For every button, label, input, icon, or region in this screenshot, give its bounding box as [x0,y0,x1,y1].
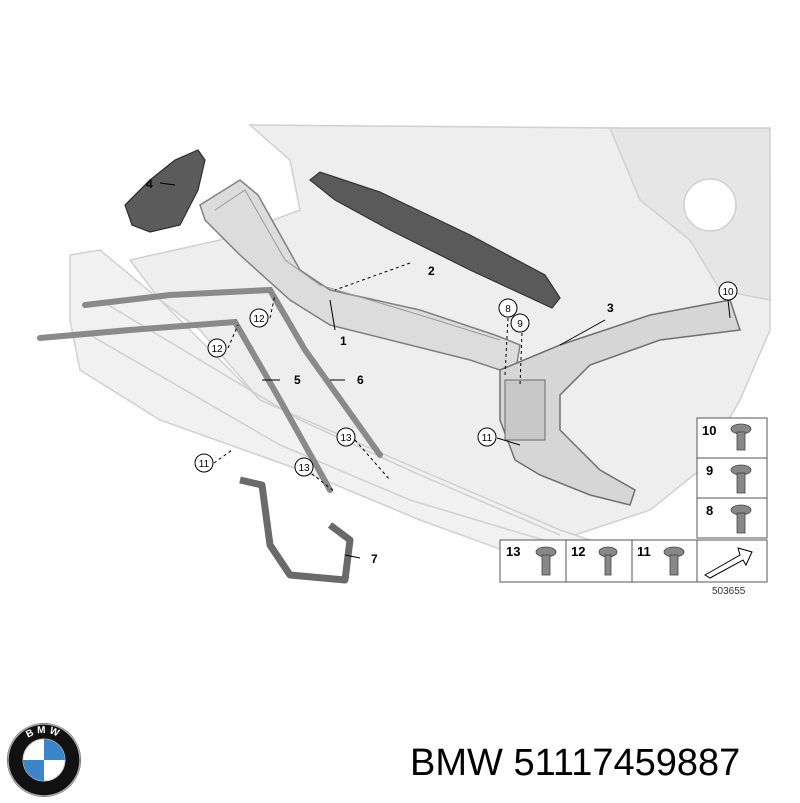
svg-text:8: 8 [505,304,511,315]
product-caption: BMW 51117459887 [410,738,794,788]
leader-lines [159,182,731,559]
table-label-9: 9 [706,463,713,478]
callout-7: 7 [371,552,378,566]
callout-6: 6 [357,373,364,387]
bmw-logo: BMW [6,722,82,798]
table-label-13: 13 [506,544,520,559]
bolt-10-icon [730,423,752,451]
callout-3: 3 [607,301,614,315]
callout-13-lower: 13 [294,457,314,477]
svg-text:13: 13 [298,463,310,474]
part-7-u-bracket [239,476,354,584]
callout-8: 8 [498,298,518,318]
fasteners-table: 10 9 8 13 12 11 [499,417,768,597]
callout-1: 1 [340,334,347,348]
bolt-12-icon [598,546,618,576]
bolt-9-icon [730,464,752,494]
callout-2: 2 [428,264,435,278]
part-5-strut [37,318,333,493]
part-6-strut [82,286,383,458]
svg-text:10: 10 [722,287,734,298]
table-label-10: 10 [702,423,716,438]
svg-text:12: 12 [253,314,265,325]
callout-5: 5 [294,373,301,387]
part-2-support-bar [309,171,561,309]
svg-text:11: 11 [199,459,210,470]
callout-4: 4 [146,177,153,191]
drawing-number: 503655 [712,586,746,597]
caption-part-number: 51117459887 [513,742,741,784]
callout-11-bracket: 11 [477,427,497,447]
svg-text:11: 11 [482,433,493,444]
svg-text:13: 13 [340,433,352,444]
svg-text:12: 12 [211,344,223,355]
callouts: 1 2 3 4 5 6 7 8 9 10 11 11 12 [146,177,738,566]
caption-brand: BMW [410,742,503,784]
bolt-13-icon [535,546,557,576]
part-3-bracket [499,299,742,506]
callout-12-lower: 12 [207,338,227,358]
callout-13-upper: 13 [336,427,356,447]
callout-11-u-bracket: 11 [194,453,214,473]
bolt-8-icon [730,504,752,534]
table-label-11: 11 [637,544,651,559]
part-1-cross-member [199,179,521,376]
callout-12-upper: 12 [249,308,269,328]
callout-9: 9 [510,313,530,333]
part-4-cover [124,149,206,233]
svg-text:9: 9 [517,319,523,330]
table-label-12: 12 [571,544,585,559]
bolt-11-icon [663,546,685,576]
callout-10: 10 [718,281,738,301]
svg-text:BMW: BMW [24,725,63,741]
direction-arrow-icon [704,547,753,579]
table-label-8: 8 [706,503,713,518]
